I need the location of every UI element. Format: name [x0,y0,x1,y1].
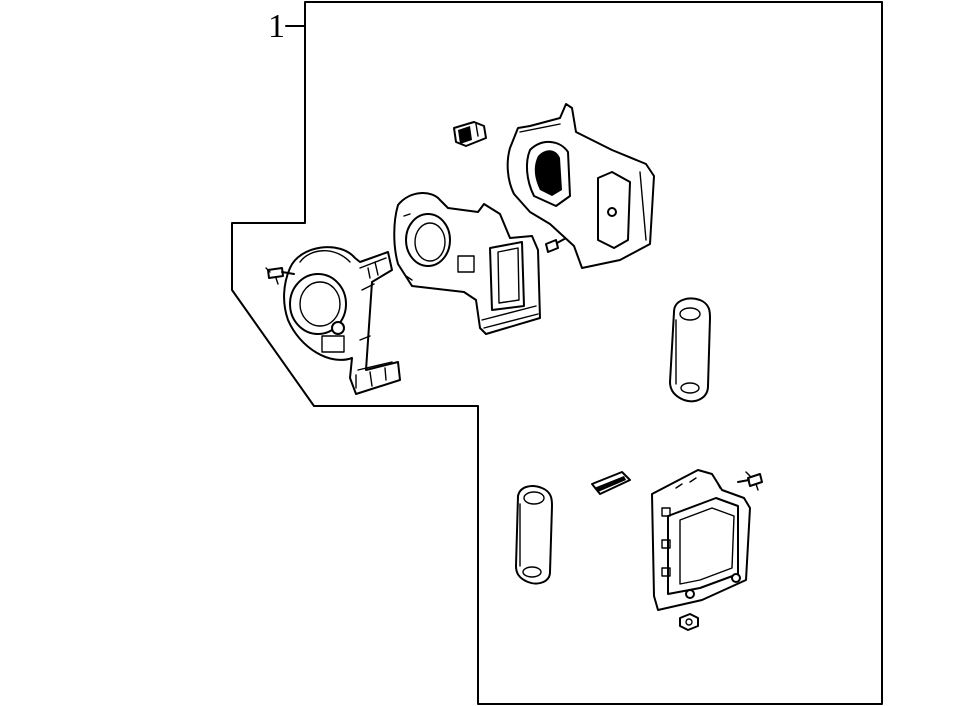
seal-pad-lower-icon [515,485,553,585]
case-half-icon [393,192,541,335]
seal-pad-upper-icon [669,297,711,403]
bolt-icon [545,236,569,253]
blower-housing-icon [283,246,401,395]
screw-icon [265,267,295,285]
cover-half-icon [506,103,655,269]
seal-strip-icon [591,471,631,495]
actuator-clip-icon [453,121,487,147]
screw-icon [737,471,763,491]
callout-label: 1 [268,8,285,45]
assembly-boundary [231,1,883,705]
filter-door-icon [651,469,751,611]
nut-icon [679,613,699,631]
